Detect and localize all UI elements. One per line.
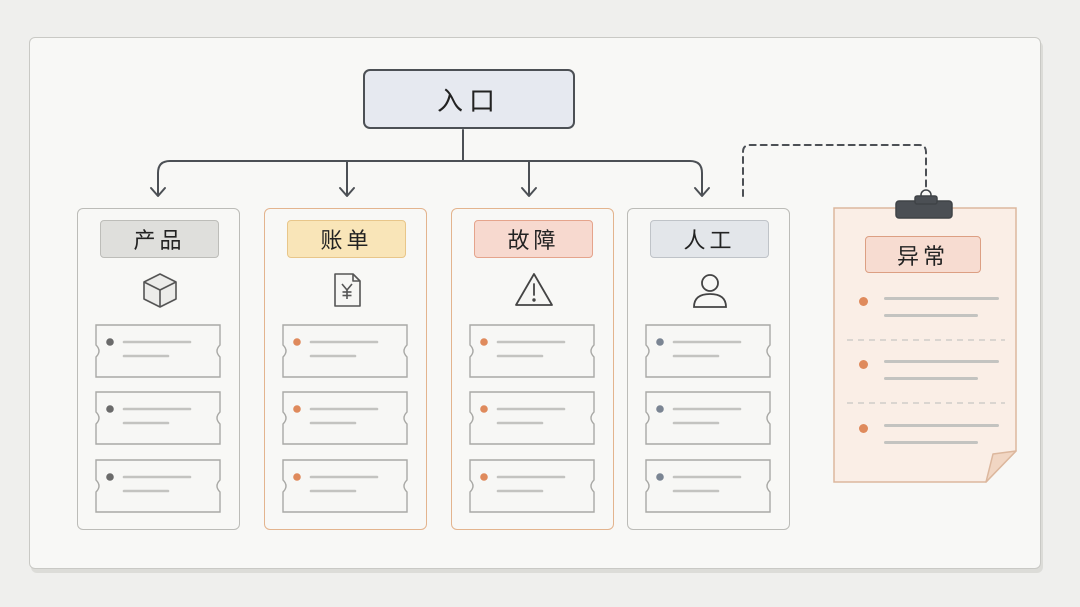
- ticket-outline: [469, 324, 595, 378]
- report-row[interactable]: [859, 295, 1005, 325]
- list-item[interactable]: [94, 390, 222, 446]
- bullet-icon: [293, 338, 301, 346]
- ticket-outline: [95, 459, 221, 513]
- ticket-card: [645, 391, 771, 445]
- ticket-card: [469, 324, 595, 378]
- list-item[interactable]: [94, 323, 222, 379]
- list-item[interactable]: [468, 323, 596, 379]
- column-label-human: 人工: [650, 220, 769, 258]
- ticket-outline: [95, 324, 221, 378]
- ticket-outline: [282, 324, 408, 378]
- entry-label: 入口: [436, 86, 501, 117]
- ticket-card: [95, 459, 221, 513]
- ticket-outline: [282, 391, 408, 445]
- ticket-outline: [282, 459, 408, 513]
- bullet-icon: [480, 338, 488, 346]
- ticket-card: [282, 459, 408, 513]
- ticket-card: [95, 324, 221, 378]
- list-item[interactable]: [468, 458, 596, 514]
- cube-icon: [143, 273, 177, 308]
- ticket-card: [645, 459, 771, 513]
- entry-node: 入口: [363, 69, 575, 129]
- list-item[interactable]: [468, 390, 596, 446]
- clipboard-clip-icon: [895, 189, 953, 219]
- bullet-icon: [859, 360, 868, 369]
- list-item[interactable]: [281, 390, 409, 446]
- bullet-icon: [656, 338, 664, 346]
- ticket-outline: [645, 391, 771, 445]
- bullet-icon: [293, 473, 301, 481]
- ticket-card: [95, 391, 221, 445]
- bullet-icon: [480, 405, 488, 413]
- column-human: 人工: [627, 208, 790, 530]
- ticket-outline: [469, 459, 595, 513]
- list-item[interactable]: [644, 458, 772, 514]
- bullet-icon: [106, 473, 114, 481]
- exception-report: 异常: [833, 207, 1017, 483]
- bullet-icon: [656, 473, 664, 481]
- ticket-outline: [645, 459, 771, 513]
- bullet-icon: [106, 338, 114, 346]
- bullet-icon: [293, 405, 301, 413]
- ticket-outline: [469, 391, 595, 445]
- ticket-outline: [645, 324, 771, 378]
- invoice-yen-icon: [334, 273, 361, 307]
- bullet-icon: [656, 405, 664, 413]
- ticket-card: [282, 391, 408, 445]
- bullet-icon: [859, 297, 868, 306]
- bullet-icon: [106, 405, 114, 413]
- list-item[interactable]: [94, 458, 222, 514]
- ticket-card: [282, 324, 408, 378]
- list-item[interactable]: [281, 323, 409, 379]
- person-icon: [693, 274, 727, 308]
- list-item[interactable]: [281, 458, 409, 514]
- column-billing: 账单: [264, 208, 427, 530]
- ticket-outline: [95, 391, 221, 445]
- exception-label: 异常: [865, 236, 981, 273]
- ticket-card: [469, 459, 595, 513]
- report-paper: [833, 207, 1017, 483]
- list-item[interactable]: [644, 390, 772, 446]
- ticket-card: [469, 391, 595, 445]
- ticket-card: [645, 324, 771, 378]
- column-label-product: 产品: [100, 220, 219, 258]
- column-fault: 故障: [451, 208, 614, 530]
- warning-triangle-icon: [515, 273, 553, 306]
- bullet-icon: [859, 424, 868, 433]
- list-item[interactable]: [644, 323, 772, 379]
- report-row[interactable]: [859, 422, 1005, 452]
- column-product: 产品: [77, 208, 240, 530]
- column-label-billing: 账单: [287, 220, 406, 258]
- bullet-icon: [480, 473, 488, 481]
- report-row[interactable]: [859, 358, 1005, 388]
- column-label-fault: 故障: [474, 220, 593, 258]
